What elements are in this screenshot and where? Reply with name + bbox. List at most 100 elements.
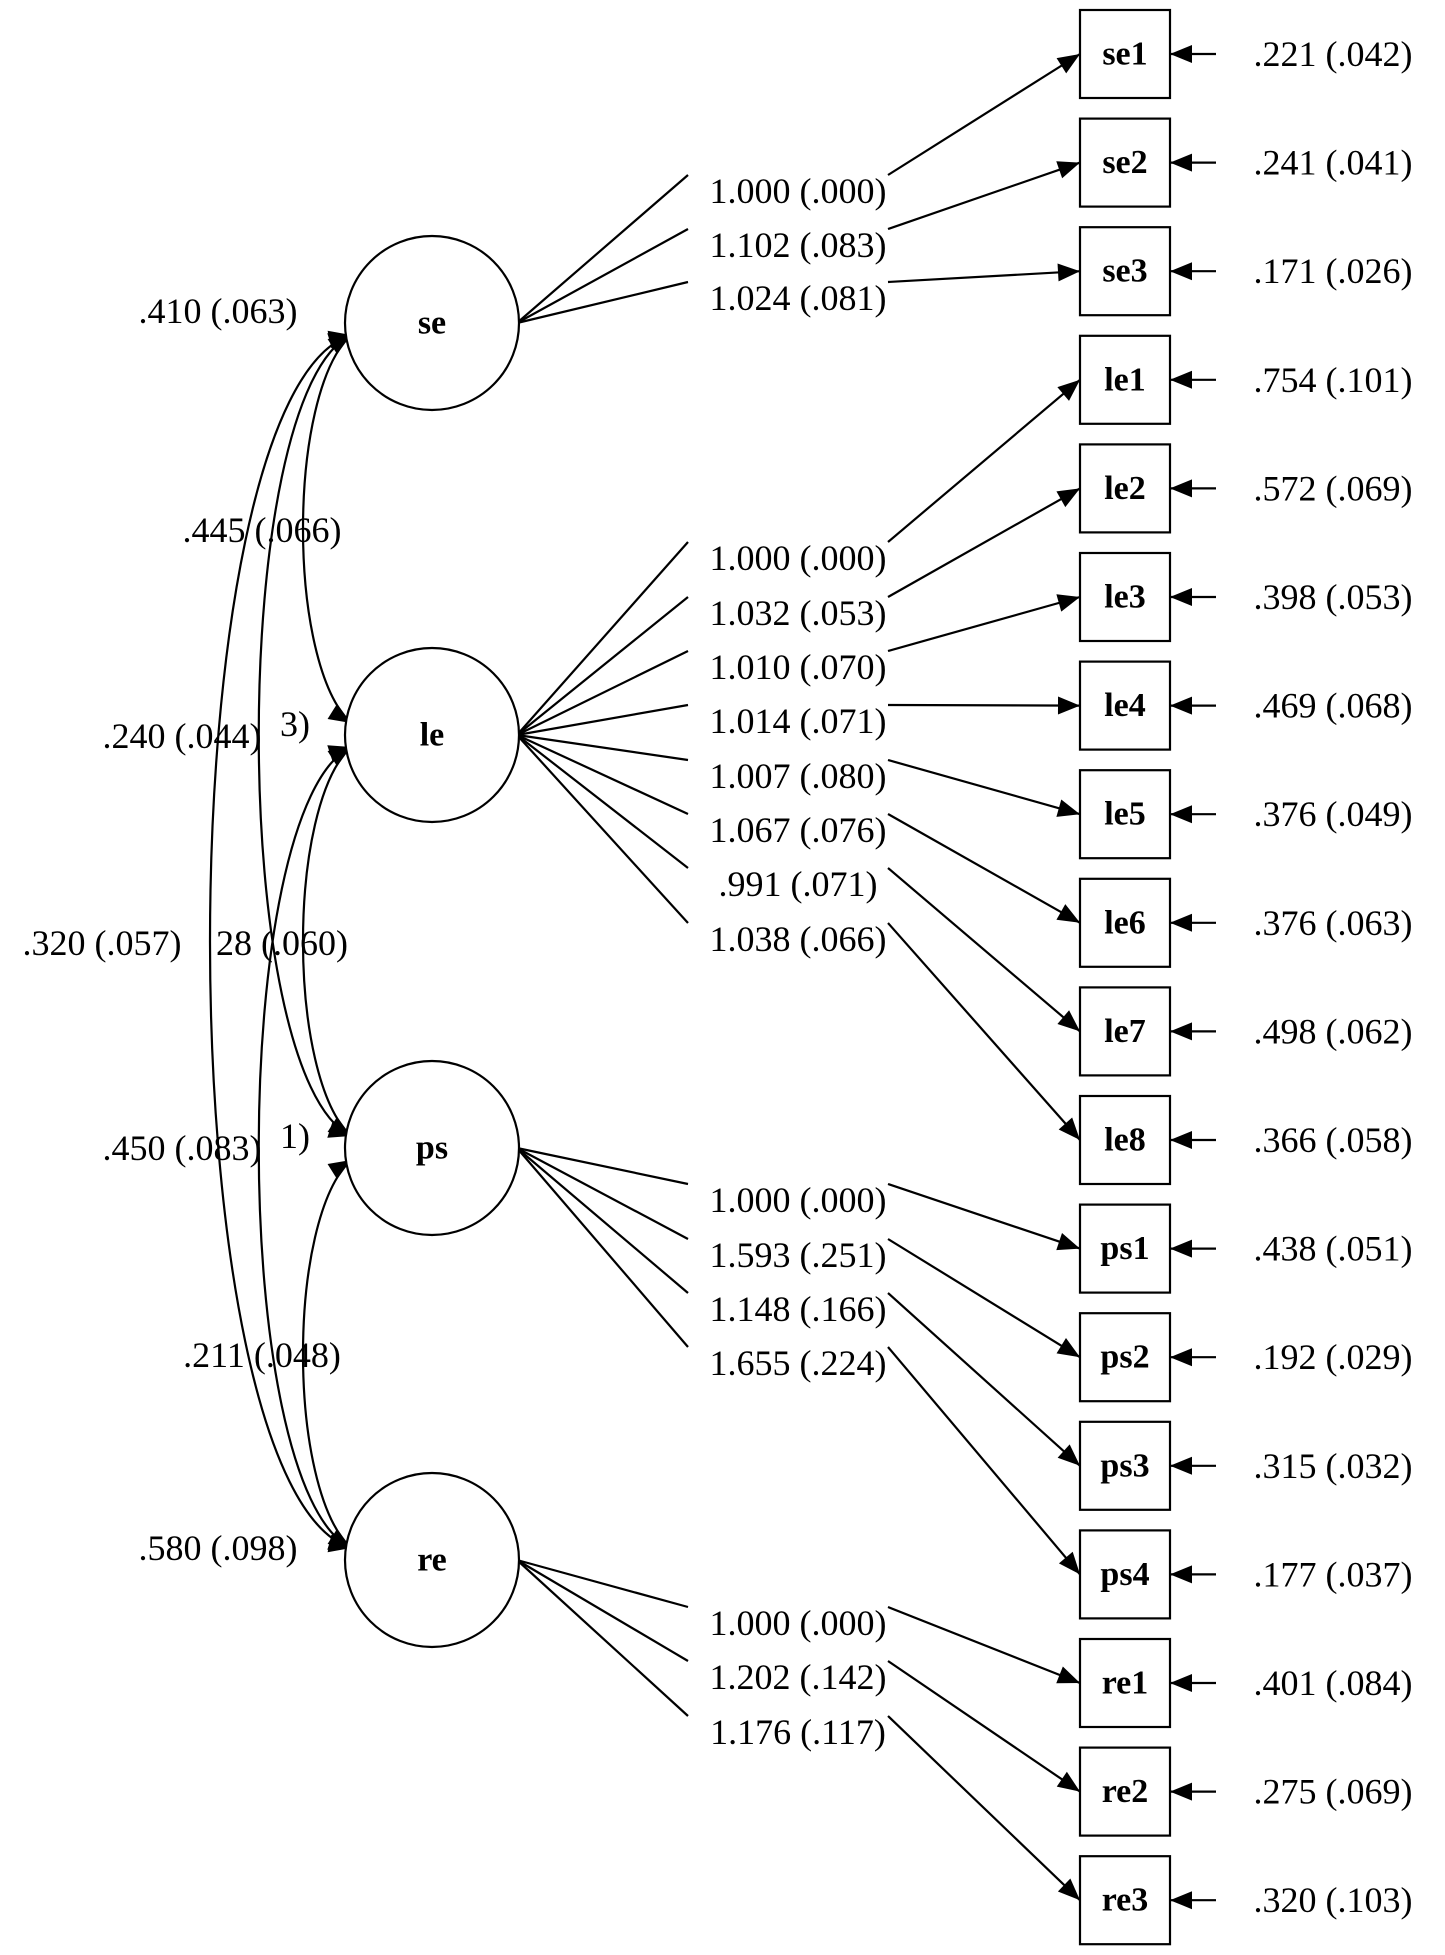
covariance-arrowhead-le-ps-end	[327, 1116, 351, 1136]
loading-label-se2: 1.102 (.083)	[710, 225, 887, 265]
indicator-label-se3: se3	[1102, 253, 1147, 290]
covariance-label-le-re: .450 (.083)	[103, 1128, 262, 1168]
loading-path-re3-a	[516, 1559, 689, 1717]
loading-arrowhead-le1	[1057, 379, 1080, 401]
loading-label-re1: 1.000 (.000)	[710, 1603, 887, 1643]
loading-label-le1: 1.000 (.000)	[710, 538, 887, 578]
loading-arrowhead-le3	[1056, 594, 1080, 612]
variance-label-re: .580 (.098)	[139, 1528, 298, 1568]
loading-path-se2-b	[887, 161, 1081, 231]
residual-label-ps4: .177 (.037)	[1254, 1554, 1413, 1594]
residual-arrowhead-re2	[1170, 1782, 1192, 1801]
loading-label-re3: 1.176 (.117)	[710, 1712, 886, 1752]
indicator-label-ps3: ps3	[1100, 1447, 1149, 1484]
indicator-box-ps4	[1078, 1529, 1172, 1620]
indicator-box-le5	[1078, 769, 1172, 860]
loading-path-re1-a	[516, 1558, 689, 1609]
loading-path-le4-a	[516, 703, 689, 737]
covariance-curve-se-re	[208, 333, 352, 1550]
edges-layer	[208, 45, 1216, 1910]
residual-arrowhead-se1	[1170, 45, 1192, 63]
residual-arrowhead-ps2	[1170, 1348, 1192, 1367]
loading-label-le4: 1.014 (.071)	[710, 701, 887, 741]
loading-label-le6: 1.067 (.076)	[710, 810, 887, 850]
loading-path-le8-b	[887, 922, 1081, 1141]
covariance-arrowhead-se-le-end	[327, 703, 351, 723]
residual-arrowhead-le3	[1170, 588, 1192, 606]
covariance-curve-se-le	[301, 334, 352, 724]
loading-arrowhead-le6	[1056, 904, 1080, 923]
latent-factor-label-se: se	[418, 305, 446, 342]
loading-label-le2: 1.032 (.053)	[710, 593, 887, 633]
loading-path-se2-a	[516, 228, 689, 324]
covariance-label-se-le: .445 (.066)	[183, 510, 342, 550]
latent-factor-le	[343, 646, 521, 824]
loading-path-le5-b	[887, 758, 1081, 816]
loading-arrowhead-ps2	[1056, 1338, 1080, 1358]
indicator-label-le8: le8	[1104, 1122, 1146, 1159]
indicator-box-se2	[1078, 117, 1172, 208]
loading-path-le6-b	[887, 813, 1081, 924]
loading-label-le5: 1.007 (.080)	[710, 756, 887, 796]
loading-arrowhead-ps4	[1058, 1551, 1080, 1575]
indicator-label-ps2: ps2	[1100, 1339, 1149, 1376]
loading-path-le3-a	[516, 650, 689, 736]
loading-arrowhead-ps3	[1057, 1444, 1080, 1466]
residual-arrowhead-re3	[1170, 1891, 1192, 1910]
loading-arrowhead-ps1	[1056, 1233, 1080, 1251]
loading-path-re2-b	[887, 1660, 1081, 1793]
indicator-label-le3: le3	[1104, 579, 1146, 616]
loading-path-le1-b	[887, 378, 1081, 543]
residual-label-se3: .171 (.026)	[1254, 251, 1413, 291]
loading-path-le7-b	[887, 867, 1081, 1033]
loading-path-ps3-b	[887, 1292, 1081, 1467]
indicator-box-se3	[1078, 226, 1172, 317]
indicator-box-le4	[1078, 660, 1172, 751]
loading-arrowhead-le2	[1056, 488, 1080, 508]
partial-label-1: 3)	[280, 704, 310, 744]
residual-arrowhead-le6	[1170, 913, 1192, 932]
indicator-box-le2	[1078, 443, 1172, 534]
loading-label-se1: 1.000 (.000)	[710, 171, 887, 211]
loading-path-ps3-a	[516, 1147, 689, 1294]
residual-label-le7: .498 (.062)	[1254, 1011, 1413, 1051]
residual-label-se2: .241 (.041)	[1254, 143, 1413, 183]
latent-factor-re	[343, 1471, 521, 1649]
loading-path-le2-b	[887, 487, 1081, 598]
residual-arrowhead-le7	[1170, 1022, 1192, 1041]
loading-arrowhead-le4	[1057, 696, 1080, 715]
loading-path-re2-a	[516, 1559, 689, 1662]
indicator-box-re1	[1078, 1637, 1172, 1729]
indicator-box-le3	[1078, 551, 1172, 643]
residual-label-le2: .572 (.069)	[1254, 468, 1413, 508]
residual-label-ps1: .438 (.051)	[1254, 1229, 1413, 1269]
loading-arrowhead-re3	[1057, 1878, 1080, 1901]
covariance-label-ps-re: .211 (.048)	[183, 1335, 341, 1375]
indicator-label-se1: se1	[1102, 36, 1147, 73]
covariance-label-le-ps: 28 (.060)	[216, 923, 348, 963]
loading-path-le1-a	[516, 541, 689, 736]
covariance-label-se-ps: .240 (.044)	[103, 716, 262, 756]
residual-arrowhead-le2	[1170, 479, 1192, 498]
loading-path-ps4-b	[887, 1346, 1081, 1576]
covariance-curve-le-re	[257, 746, 352, 1549]
indicator-box-re2	[1078, 1746, 1172, 1837]
residual-arrowhead-le8	[1170, 1131, 1192, 1149]
indicator-box-re3	[1078, 1855, 1172, 1946]
indicator-label-se2: se2	[1102, 144, 1147, 181]
residual-arrowhead-se3	[1170, 262, 1192, 281]
residual-arrowhead-ps1	[1170, 1239, 1192, 1258]
loading-label-le3: 1.010 (.070)	[710, 647, 887, 687]
loading-arrowhead-se3	[1057, 263, 1080, 282]
covariance-curve-se-ps	[257, 334, 352, 1137]
loading-path-se3-a	[516, 280, 689, 325]
loading-label-ps3: 1.148 (.166)	[710, 1289, 887, 1329]
indicator-label-re3: re3	[1102, 1882, 1149, 1919]
loading-arrowhead-se1	[1056, 54, 1080, 74]
residual-arrowhead-re1	[1170, 1674, 1192, 1692]
residual-label-re2: .275 (.069)	[1254, 1772, 1413, 1812]
covariance-label-se-re: .320 (.057)	[23, 923, 182, 963]
loading-path-ps1-a	[516, 1146, 689, 1186]
residual-arrowhead-le5	[1170, 805, 1192, 824]
